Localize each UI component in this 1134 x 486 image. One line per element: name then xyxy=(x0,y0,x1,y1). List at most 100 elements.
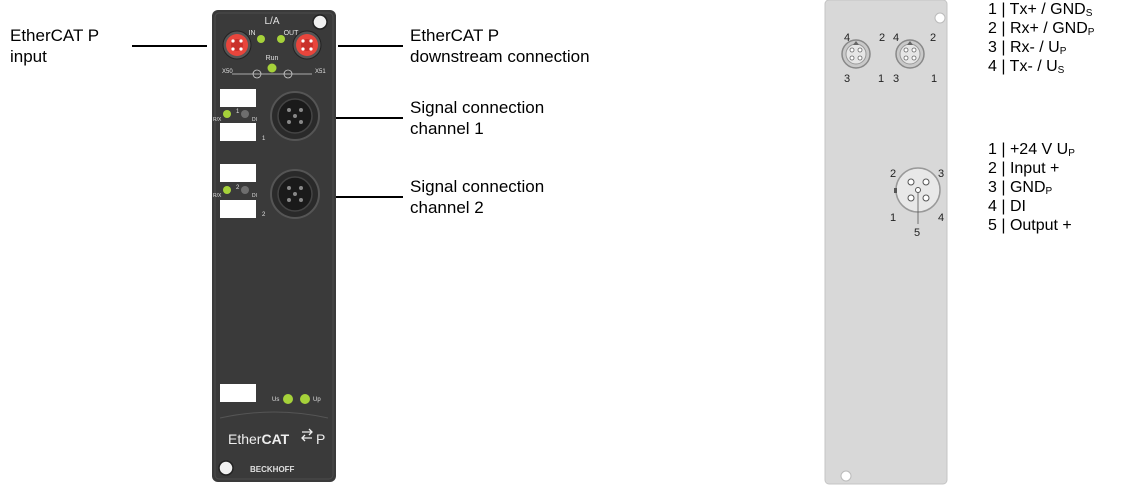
pin-signal: +24 V U xyxy=(1009,141,1069,158)
m12-signal-connector xyxy=(894,167,941,224)
led-ch1-rx xyxy=(223,110,231,118)
run-label: Run xyxy=(266,55,279,62)
led-ch1-di xyxy=(241,110,249,118)
signal-pin-row: 2 | Input + xyxy=(988,160,1060,177)
left-pin-2: 2 xyxy=(879,32,885,44)
label-field-ch2-bottom xyxy=(220,200,256,218)
leader-line-input xyxy=(132,45,207,47)
ethercat-p-logo: EtherCAT xyxy=(228,431,290,447)
pin-signal: Tx- / U xyxy=(1009,58,1058,75)
connector-m12-channel2 xyxy=(270,169,320,219)
label-field-ch1-top xyxy=(220,89,256,107)
pin-signal: Rx- / U xyxy=(1009,39,1060,56)
m12-pin-3: 3 xyxy=(938,168,944,180)
signal-pin-row: 3 | GNDP xyxy=(988,179,1053,197)
connector-x50-in xyxy=(222,30,252,60)
connector-m12-channel1 xyxy=(270,91,320,141)
pin-signal-subscript: S xyxy=(1085,8,1093,19)
pin-number: 5 xyxy=(988,217,997,234)
leader-line-channel2 xyxy=(322,196,403,198)
callout-signal-channel1: Signal connection channel 1 xyxy=(410,97,544,139)
pin-signal: DI xyxy=(1009,198,1026,215)
mounting-hole-rear-top xyxy=(934,12,946,24)
callout-downstream-line1: EtherCAT P xyxy=(410,26,500,45)
out-label: OUT xyxy=(284,30,300,37)
led-ch2-rx xyxy=(223,186,231,194)
led-us xyxy=(283,394,293,404)
left-pin-1: 1 xyxy=(878,73,884,85)
pin-signal: Rx+ / GND xyxy=(1009,20,1088,37)
up-label: Up xyxy=(313,397,321,403)
logo-cat: CAT xyxy=(261,431,289,447)
pin-signal: Output + xyxy=(1009,217,1072,234)
callout-signal-channel2: Signal connection channel 2 xyxy=(410,176,544,218)
pin-signal: GND xyxy=(1009,179,1046,196)
label-field-ch2-top xyxy=(220,164,256,182)
led-la-out xyxy=(277,35,285,43)
pin-signal: Tx+ / GND xyxy=(1009,1,1086,18)
mounting-hole-top xyxy=(312,14,328,30)
callout-ch2-line1: Signal connection xyxy=(410,177,545,196)
pin-signal: Input + xyxy=(1009,160,1060,177)
ch1-number-small: 1 xyxy=(262,136,266,142)
label-field-ch1-bottom xyxy=(220,123,256,141)
pin-number: 3 xyxy=(988,179,997,196)
led-ch2-di xyxy=(241,186,249,194)
logo-ether: Ether xyxy=(228,431,262,447)
m8-connector-in xyxy=(841,39,871,69)
callout-input-line2: input xyxy=(10,47,47,66)
ethercat-pin-row: 3 | Rx- / UP xyxy=(988,39,1067,57)
led-run xyxy=(267,63,277,73)
mounting-hole-bottom xyxy=(218,460,234,476)
right-pin-3: 3 xyxy=(893,73,899,85)
signal-pin-row: 1 | +24 V UP xyxy=(988,141,1075,159)
leader-line-channel1 xyxy=(322,117,403,119)
ethercat-pin-row: 2 | Rx+ / GNDP xyxy=(988,20,1095,38)
leader-line-downstream xyxy=(338,45,403,47)
device-housing xyxy=(212,10,336,482)
connector-pinout-view: 4 2 3 1 4 2 3 1 2 3 1 4 5 xyxy=(824,0,948,485)
ch1-di-label: DI xyxy=(252,117,257,123)
connector-x51-out xyxy=(292,30,322,60)
device-front-view: L/A IN OUT Run X50 X51 R/X 1 DI 1 xyxy=(212,10,336,482)
callout-ch2-line2: channel 2 xyxy=(410,198,484,217)
m8-connector-out xyxy=(895,39,925,69)
callout-ethercat-downstream: EtherCAT P downstream connection xyxy=(410,25,590,67)
ch1-r-label: R/X xyxy=(213,117,222,123)
us-label: Us xyxy=(272,397,279,403)
ch2-number-small: 2 xyxy=(262,212,266,218)
pin-signal-subscript: P xyxy=(1059,46,1067,57)
left-pin-4: 4 xyxy=(844,32,850,44)
pin-signal-subscript: P xyxy=(1045,186,1053,197)
pin-number: 4 xyxy=(988,198,997,215)
pin-number: 1 xyxy=(988,1,997,18)
x50-label: X50 xyxy=(222,69,233,75)
m12-pin-4: 4 xyxy=(938,212,944,224)
pin-number: 1 xyxy=(988,141,997,158)
ch2-number: 2 xyxy=(236,185,240,191)
la-label: L/A xyxy=(264,16,279,27)
right-pin-1: 1 xyxy=(931,73,937,85)
pin-signal-subscript: P xyxy=(1068,148,1075,159)
ethercat-pin-row: 4 | Tx- / US xyxy=(988,58,1065,76)
x51-label: X51 xyxy=(315,69,326,75)
pin-signal-subscript: S xyxy=(1057,65,1065,76)
logo-arrows-icon xyxy=(301,428,313,442)
m12-pin-5: 5 xyxy=(914,227,920,239)
callout-ch1-line1: Signal connection xyxy=(410,98,545,117)
left-pin-3: 3 xyxy=(844,73,850,85)
mounting-hole-rear-bottom xyxy=(840,470,852,482)
right-pin-2: 2 xyxy=(930,32,936,44)
signal-pin-row: 5 | Output + xyxy=(988,217,1072,234)
ethercat-pin-row: 1 | Tx+ / GNDS xyxy=(988,1,1093,19)
pin-number: 3 xyxy=(988,39,997,56)
label-field-bottom xyxy=(220,384,256,402)
m12-pin-2: 2 xyxy=(890,168,896,180)
right-pin-4: 4 xyxy=(893,32,899,44)
led-up xyxy=(300,394,310,404)
brand-label: BECKHOFF xyxy=(250,465,295,474)
signal-pin-row: 4 | DI xyxy=(988,198,1026,215)
callout-ethercat-input: EtherCAT P input xyxy=(10,25,99,67)
pin-signal-subscript: P xyxy=(1087,27,1095,38)
m12-pin-1: 1 xyxy=(890,212,896,224)
